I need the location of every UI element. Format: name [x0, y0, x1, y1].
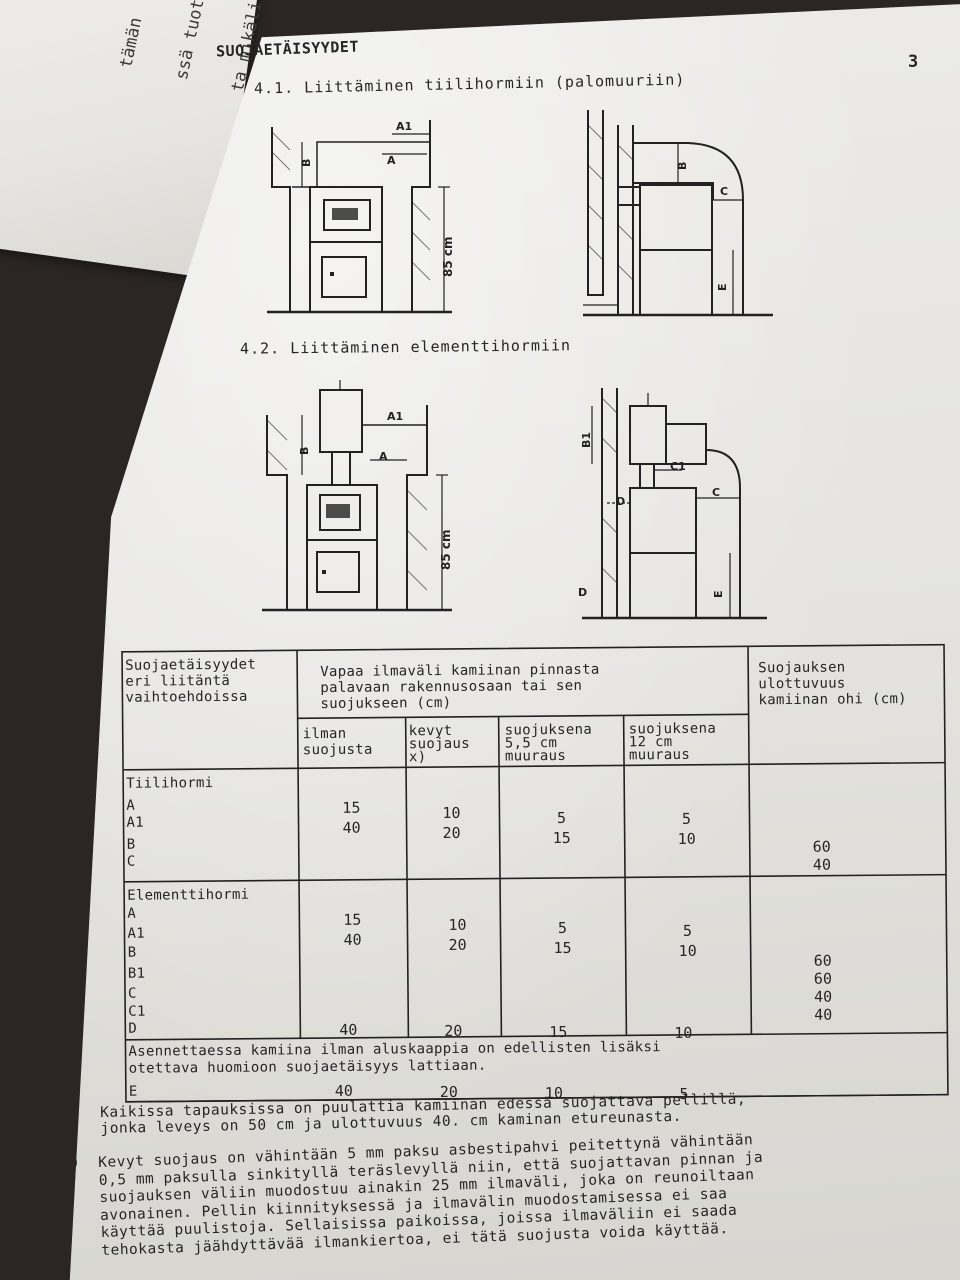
label-85cm: 85 cm	[441, 237, 455, 278]
cell-value: 40	[334, 1081, 353, 1100]
cell-value: 5 10	[677, 809, 696, 848]
label-d: D	[616, 495, 625, 508]
cell-value: 5 15	[553, 918, 572, 958]
header-clearances: Suojaetäisyydet eri liitäntä vaihtoehdoi…	[125, 656, 257, 706]
label-a1: A1	[387, 410, 403, 423]
row-label: B	[126, 836, 136, 853]
group-element-chimney: Elementtihormi	[127, 886, 250, 904]
label-85cm: 85 cm	[439, 530, 453, 571]
footnote-text: Kevyt suojaus on vähintään 5 mm paksu as…	[98, 1132, 764, 1259]
row-label: C	[126, 853, 136, 870]
cell-value: 40	[339, 1020, 358, 1039]
cell-value: 10 20	[448, 915, 467, 954]
label-b: B	[300, 159, 313, 167]
subheader-light-protection: kevyt suojaus x)	[408, 722, 471, 766]
cell-value: 15 40	[342, 798, 361, 837]
subheader-5cm-masonry: suojuksena 5,5 cm muuraus	[504, 721, 593, 765]
cell-value: 60 60 40 40	[813, 951, 833, 1024]
row-label: B	[127, 944, 137, 961]
label-d-floor: D	[578, 586, 587, 599]
label-c: C	[712, 486, 720, 499]
label-a: A	[379, 450, 388, 463]
table-note: Asennettaessa kamiina ilman aluskaappia …	[128, 1039, 662, 1077]
label-a: A	[387, 154, 396, 167]
row-label: B1	[127, 965, 146, 982]
cell-value: 60 40	[812, 837, 832, 874]
row-label: A1	[127, 925, 146, 942]
label-c: C	[720, 185, 728, 198]
label-b: B	[298, 447, 311, 455]
cell-value: 10	[674, 1023, 693, 1043]
figure-4-1-side: B C E	[583, 110, 773, 317]
clearance-table: Suojaetäisyydet eri liitäntä vaihtoehdoi…	[100, 641, 954, 1110]
footnote-marker: x)	[61, 1152, 81, 1172]
group-brick-chimney: Tiilihormi	[126, 775, 214, 792]
cell-value: 15 40	[343, 910, 362, 949]
cell-value: 20	[444, 1021, 463, 1041]
row-label: D	[128, 1020, 138, 1037]
figure-4-2-side: B1 C1 C D D E	[578, 388, 767, 620]
row-label-e: E	[128, 1083, 138, 1100]
header-protection-extent: Suojauksen ulottuvuus kamiinan ohi (cm)	[758, 659, 907, 709]
cell-value: 5 10	[678, 921, 697, 960]
label-e: E	[712, 590, 725, 598]
page-number: 3	[908, 52, 919, 72]
table-grid	[121, 643, 949, 1103]
label-e: E	[716, 283, 729, 291]
label-b1: B1	[580, 432, 593, 448]
section-1-title: 4.1. Liittäminen tiilihormiin (palomuuri…	[253, 70, 686, 98]
figure-4-1-front: A1 A B 85 cm	[267, 120, 455, 314]
row-label: A1	[126, 814, 145, 831]
cell-value: 10 20	[442, 803, 461, 843]
subheader-12cm-masonry: suojuksena 12 cm muuraus	[628, 720, 717, 764]
row-label: A	[127, 905, 137, 922]
label-b: B	[676, 162, 689, 170]
label-c1: C1	[670, 460, 686, 473]
page-title: SUOJAETÄISYYDET	[215, 37, 360, 61]
header-free-air-gap: Vapaa ilmaväli kamiinan pinnasta palavaa…	[320, 661, 600, 713]
section-2-title: 4.2. Liittäminen elementtihormiin	[239, 336, 572, 358]
row-label: A	[126, 797, 136, 814]
subheader-no-protection: ilman suojusta	[302, 725, 373, 759]
cell-value: 5 15	[552, 808, 571, 848]
row-label: C	[127, 985, 137, 1002]
label-a1: A1	[396, 120, 412, 133]
row-label: C1	[128, 1003, 146, 1020]
figure-4-2-front: A1 A B 85 cm	[262, 380, 453, 612]
